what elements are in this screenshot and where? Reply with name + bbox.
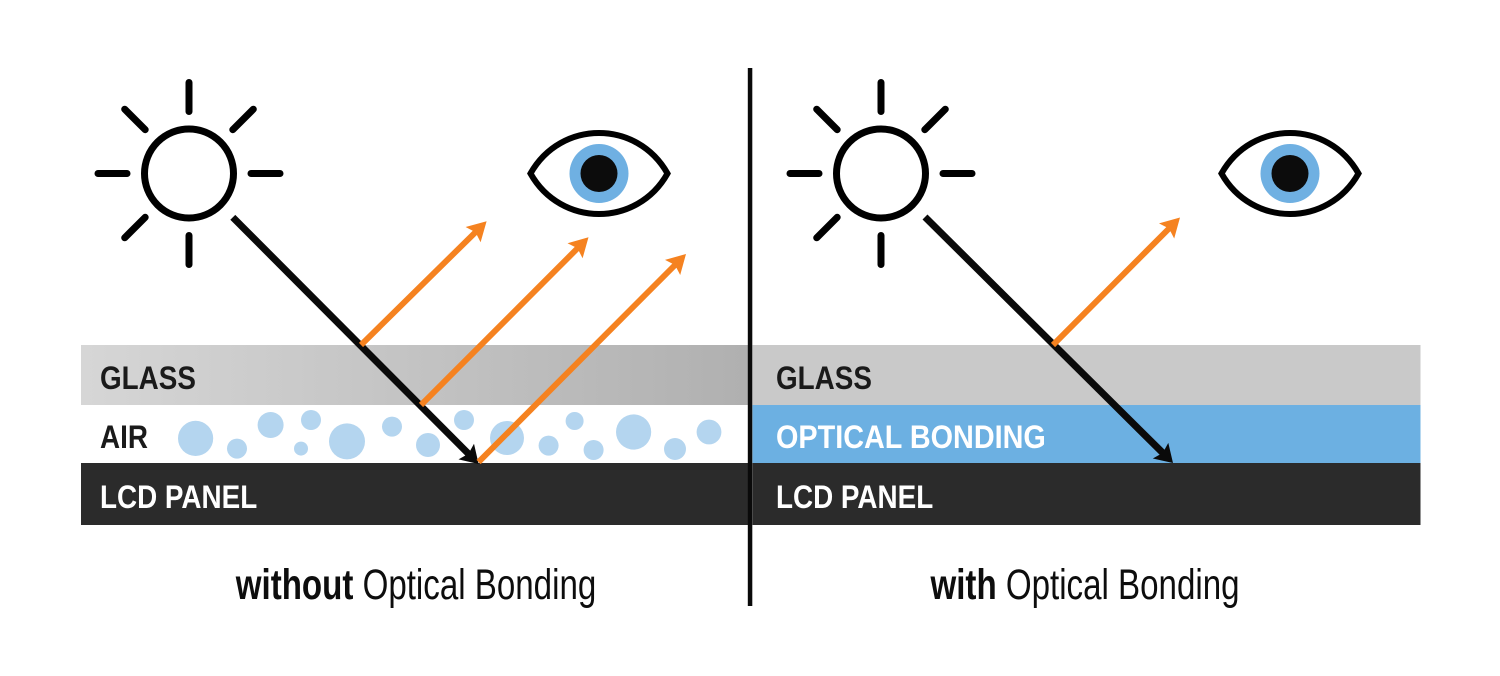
- svg-text:AIR: AIR: [100, 420, 148, 455]
- svg-text:OPTICAL BONDING: OPTICAL BONDING: [776, 420, 1046, 456]
- svg-text:LCD PANEL: LCD PANEL: [776, 480, 933, 515]
- svg-text:GLASS: GLASS: [100, 361, 196, 396]
- svg-text:LCD PANEL: LCD PANEL: [100, 480, 257, 515]
- svg-text:GLASS: GLASS: [776, 361, 872, 396]
- svg-text:with Optical Bonding: with Optical Bonding: [930, 561, 1240, 609]
- svg-text:without Optical Bonding: without Optical Bonding: [235, 561, 596, 609]
